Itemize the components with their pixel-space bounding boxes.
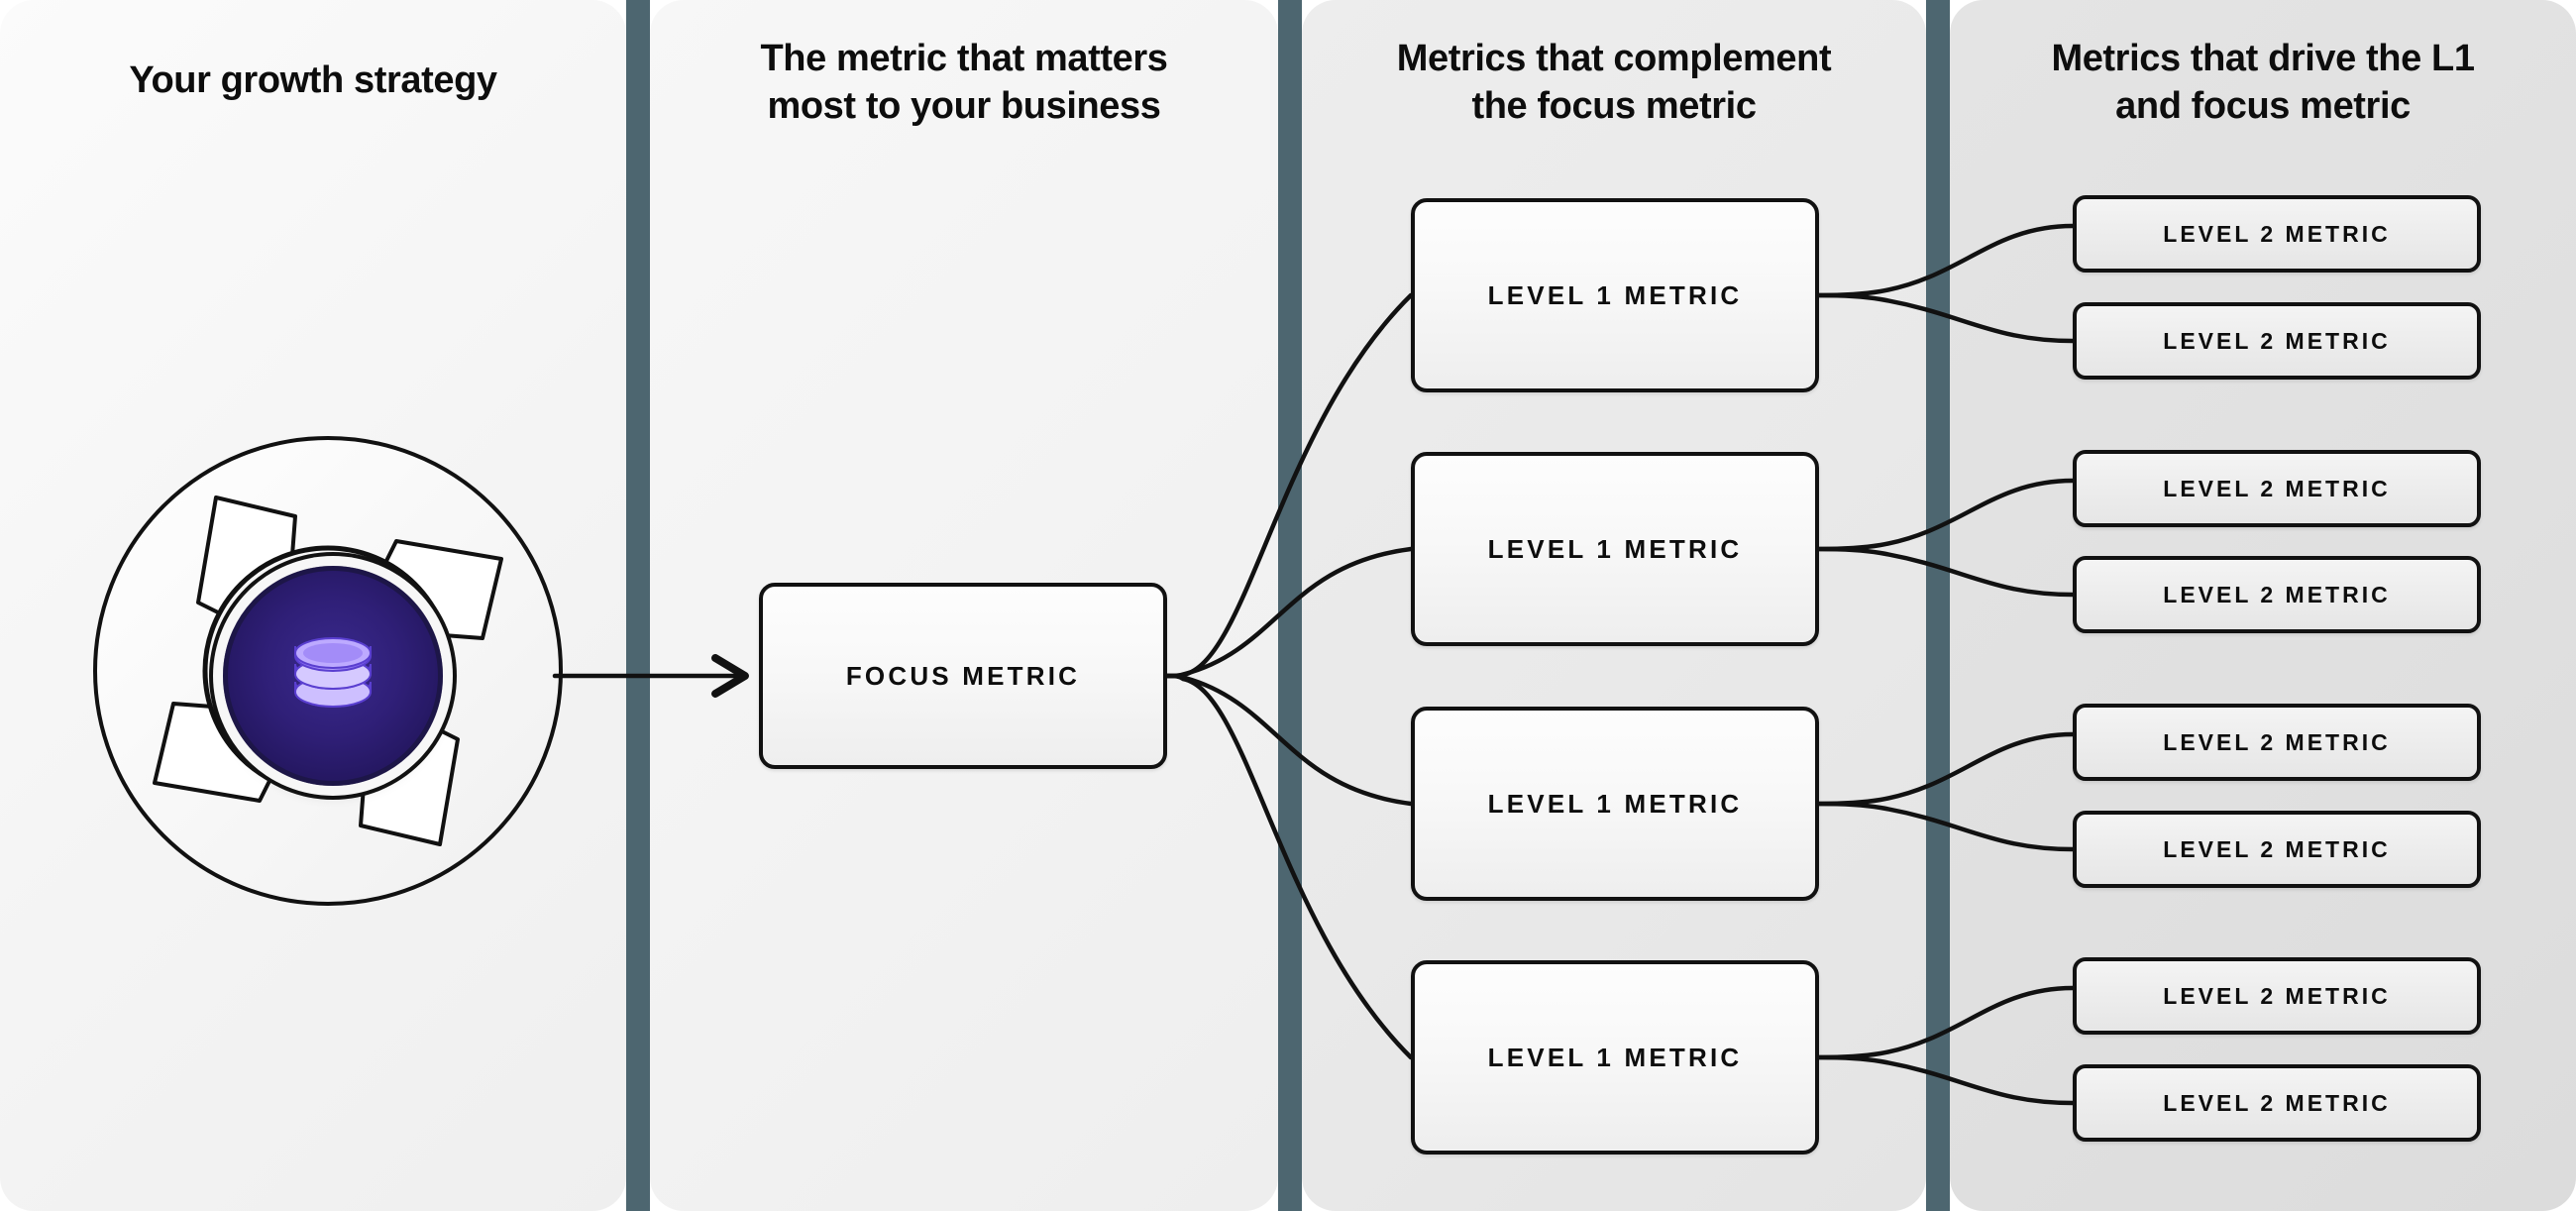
level2-metric-node-5[interactable]: LEVEL 2 METRIC	[2073, 704, 2481, 781]
focus-metric-node[interactable]: FOCUS METRIC	[759, 583, 1167, 769]
level2-metric-node-3[interactable]: LEVEL 2 METRIC	[2073, 450, 2481, 527]
level2-metric-node-8[interactable]: LEVEL 2 METRIC	[2073, 1064, 2481, 1142]
column-header-focus: The metric that matters most to your bus…	[650, 36, 1278, 131]
column-header-level1-line1: Metrics that complement	[1396, 38, 1832, 79]
column-divider-1	[626, 0, 650, 1211]
level2-metric-node-2[interactable]: LEVEL 2 METRIC	[2073, 302, 2481, 380]
level1-metric-label: LEVEL 1 METRIC	[1487, 279, 1743, 310]
level2-metric-label: LEVEL 2 METRIC	[2163, 475, 2391, 501]
level1-metric-label: LEVEL 1 METRIC	[1487, 788, 1743, 819]
column-header-focus-line2: most to your business	[767, 84, 1161, 127]
focus-metric-label: FOCUS METRIC	[845, 660, 1081, 691]
level2-metric-node-7[interactable]: LEVEL 2 METRIC	[2073, 957, 2481, 1035]
level1-metric-node-2[interactable]: LEVEL 1 METRIC	[1411, 452, 1819, 646]
column-divider-2	[1278, 0, 1302, 1211]
level2-metric-label: LEVEL 2 METRIC	[2163, 1089, 2391, 1116]
column-header-level1-line2: the focus metric	[1471, 84, 1757, 127]
column-header-level2-line1: Metrics that drive the L1	[2051, 38, 2475, 79]
level2-metric-label: LEVEL 2 METRIC	[2163, 982, 2391, 1009]
level2-metric-node-1[interactable]: LEVEL 2 METRIC	[2073, 195, 2481, 273]
level2-metric-node-6[interactable]: LEVEL 2 METRIC	[2073, 811, 2481, 888]
level2-metric-label: LEVEL 2 METRIC	[2163, 728, 2391, 755]
column-header-focus-line1: The metric that matters	[760, 38, 1168, 79]
column-header-strategy-line1: Your growth strategy	[129, 59, 497, 101]
database-badge	[223, 566, 443, 786]
column-header-level2: Metrics that drive the L1 and focus metr…	[1950, 36, 2576, 131]
level1-metric-label: LEVEL 1 METRIC	[1487, 1042, 1743, 1072]
database-icon	[294, 637, 372, 708]
level1-metric-node-3[interactable]: LEVEL 1 METRIC	[1411, 707, 1819, 901]
level2-metric-label: LEVEL 2 METRIC	[2163, 581, 2391, 607]
column-header-strategy: Your growth strategy	[0, 57, 626, 105]
column-header-level1: Metrics that complement the focus metric	[1302, 36, 1926, 131]
level2-metric-label: LEVEL 2 METRIC	[2163, 220, 2391, 247]
level2-metric-node-4[interactable]: LEVEL 2 METRIC	[2073, 556, 2481, 633]
level1-metric-node-4[interactable]: LEVEL 1 METRIC	[1411, 960, 1819, 1155]
level2-metric-label: LEVEL 2 METRIC	[2163, 327, 2391, 354]
column-header-level2-line2: and focus metric	[2115, 84, 2411, 127]
column-divider-3	[1926, 0, 1950, 1211]
level1-metric-node-1[interactable]: LEVEL 1 METRIC	[1411, 198, 1819, 392]
level1-metric-label: LEVEL 1 METRIC	[1487, 533, 1743, 564]
level2-metric-label: LEVEL 2 METRIC	[2163, 835, 2391, 862]
